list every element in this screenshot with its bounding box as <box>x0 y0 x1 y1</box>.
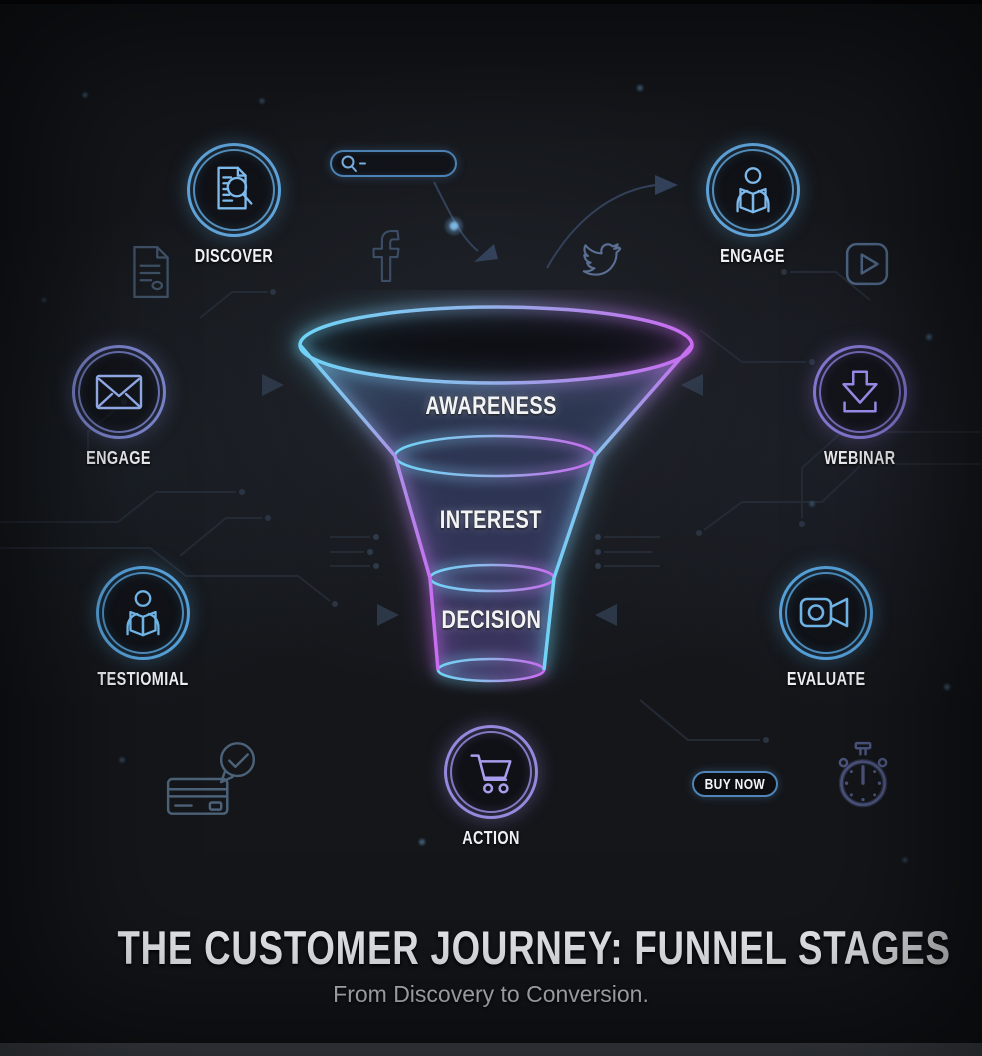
download-icon <box>833 365 887 419</box>
funnel-outline <box>298 305 694 683</box>
envelope-icon <box>91 370 147 414</box>
stage-decision: DECISION <box>441 606 541 634</box>
node-ring <box>706 143 800 237</box>
book-reader-icon <box>116 587 170 639</box>
node-ring <box>779 566 873 660</box>
arrow-into-decision-left-icon <box>377 604 399 626</box>
node-engage-left: ENGAGE <box>54 345 184 469</box>
arrow-down-left-icon <box>474 244 498 262</box>
video-camera-icon <box>797 591 855 635</box>
page-subtitle: From Discovery to Conversion. <box>333 981 649 1007</box>
top-edge <box>0 0 982 4</box>
funnel-body <box>300 345 692 681</box>
buy-now-button[interactable]: BUY NOW <box>692 771 778 797</box>
play-icon <box>844 241 890 287</box>
node-ring <box>813 345 907 439</box>
shopping-cart-icon <box>464 746 518 798</box>
node-label: ENGAGE <box>720 246 786 266</box>
search-bar-icon <box>339 154 369 173</box>
node-ring <box>96 566 190 660</box>
search-bar[interactable] <box>330 150 457 177</box>
node-label: WEBINAR <box>824 448 896 468</box>
flow-arrows <box>262 175 703 626</box>
node-testimonial: TESTIOMIAL <box>78 566 208 690</box>
arrow-into-decision-right-icon <box>595 604 617 626</box>
circuit-traces <box>0 269 982 743</box>
page-title: THE CUSTOMER JOURNEY: FUNNEL STAGES <box>117 921 951 974</box>
node-discover: DISCOVER <box>169 143 299 267</box>
twitter-icon <box>576 241 622 279</box>
arrow-into-funnel-left-icon <box>262 374 284 396</box>
node-label: ACTION <box>462 828 520 848</box>
node-label: ENGAGE <box>86 448 152 468</box>
arrow-right-icon <box>655 175 678 195</box>
document-icon <box>126 243 174 301</box>
glow-dots <box>42 85 950 863</box>
node-ring <box>444 725 538 819</box>
bottom-edge-bar <box>0 1043 982 1056</box>
node-webinar: WEBINAR <box>795 345 925 469</box>
node-label: TESTIOMIAL <box>97 669 189 689</box>
arrow-into-funnel-right-icon <box>681 374 703 396</box>
node-label: EVALUATE <box>786 669 866 689</box>
node-ring <box>72 345 166 439</box>
facebook-icon <box>370 229 400 283</box>
title-block: THE CUSTOMER JOURNEY: FUNNEL STAGES From… <box>0 920 982 1008</box>
stage-interest: INTEREST <box>439 506 543 534</box>
node-action: ACTION <box>426 725 556 849</box>
node-evaluate: EVALUATE <box>761 566 891 690</box>
stopwatch-icon <box>834 740 892 812</box>
credit-card-check-icon <box>162 738 264 818</box>
book-reader-icon <box>726 164 780 216</box>
stage-awareness: AWARENESS <box>425 392 557 420</box>
funnel <box>292 299 700 685</box>
document-search-icon <box>207 163 261 217</box>
node-ring <box>187 143 281 237</box>
node-engage-top: ENGAGE <box>688 143 818 267</box>
node-label: DISCOVER <box>194 246 274 266</box>
funnel-mouth <box>300 307 692 383</box>
